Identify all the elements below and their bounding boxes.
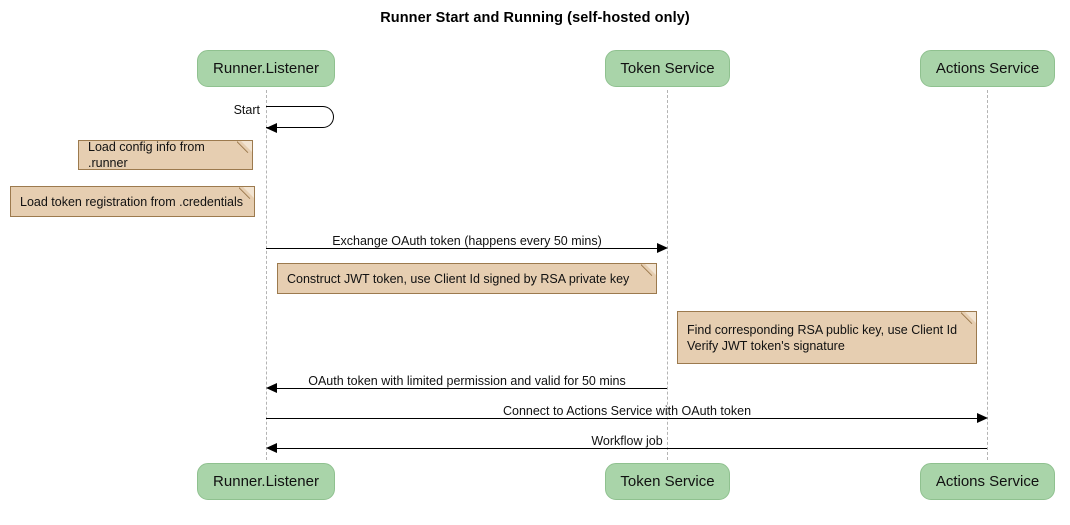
participant-runner-listener-top[interactable]: Runner.Listener bbox=[197, 50, 335, 87]
note-text: Load token registration from .credential… bbox=[20, 194, 244, 209]
message-workflow-job-arrowhead bbox=[266, 443, 277, 453]
message-workflow-job-line bbox=[272, 448, 987, 449]
message-start-selfloop bbox=[266, 106, 334, 128]
message-start-arrowhead bbox=[266, 122, 277, 133]
message-exchange-oauth-token-label: Exchange OAuth token (happens every 50 m… bbox=[332, 234, 602, 248]
participant-actions-service-bottom[interactable]: Actions Service bbox=[920, 463, 1055, 500]
message-start-label: Start bbox=[233, 103, 260, 117]
participant-token-service-bottom[interactable]: Token Service bbox=[605, 463, 730, 500]
lifeline-actions bbox=[987, 90, 988, 460]
note-construct-jwt-token: Construct JWT token, use Client Id signe… bbox=[277, 263, 657, 294]
message-exchange-oauth-token-arrowhead bbox=[657, 243, 668, 253]
participant-label: Runner.Listener bbox=[213, 473, 319, 490]
note-text: Find corresponding RSA public key, use C… bbox=[687, 322, 958, 353]
participant-label: Runner.Listener bbox=[213, 60, 319, 77]
participant-label: Token Service bbox=[620, 473, 715, 490]
message-connect-actions-service-label: Connect to Actions Service with OAuth to… bbox=[502, 404, 752, 418]
participant-token-service-top[interactable]: Token Service bbox=[605, 50, 730, 87]
participant-label: Actions Service bbox=[935, 473, 1040, 490]
lifeline-token bbox=[667, 90, 668, 460]
message-workflow-job-label: Workflow job bbox=[591, 434, 663, 448]
note-find-rsa-public-key: Find corresponding RSA public key, use C… bbox=[677, 311, 977, 364]
participant-actions-service-top[interactable]: Actions Service bbox=[920, 50, 1055, 87]
lifeline-runner bbox=[266, 90, 267, 460]
note-fold-edge bbox=[239, 187, 254, 202]
note-fold-edge bbox=[237, 141, 252, 156]
diagram-title: Runner Start and Running (self-hosted on… bbox=[380, 10, 690, 26]
message-oauth-token-response-line bbox=[272, 388, 667, 389]
message-oauth-token-response-arrowhead bbox=[266, 383, 277, 393]
message-connect-actions-service-arrowhead bbox=[977, 413, 988, 423]
participant-label: Actions Service bbox=[935, 60, 1040, 77]
note-text: Load config info from .runner bbox=[88, 140, 205, 170]
participant-runner-listener-bottom[interactable]: Runner.Listener bbox=[197, 463, 335, 500]
participant-label: Token Service bbox=[620, 60, 715, 77]
message-exchange-oauth-token-line bbox=[266, 248, 661, 249]
note-text: Construct JWT token, use Client Id signe… bbox=[287, 271, 630, 286]
message-oauth-token-response-label: OAuth token with limited permission and … bbox=[308, 374, 626, 388]
note-load-token-registration: Load token registration from .credential… bbox=[10, 186, 255, 217]
note-fold-edge bbox=[961, 312, 976, 327]
note-fold-edge bbox=[641, 264, 656, 279]
note-load-config-info: Load config info from .runner bbox=[78, 140, 253, 170]
message-connect-actions-service-line bbox=[266, 418, 981, 419]
